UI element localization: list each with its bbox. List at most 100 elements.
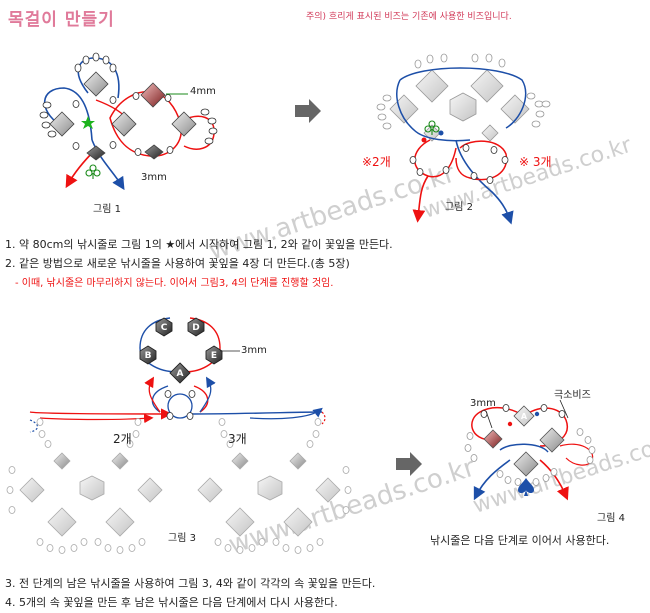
blue-dot	[438, 130, 444, 136]
seed-beads	[480, 404, 566, 418]
right-arrow-icon	[396, 452, 422, 476]
blue-thread	[43, 87, 93, 141]
right-arrow-icon	[295, 99, 321, 123]
blue-thread	[191, 411, 323, 415]
bead-size-label: 3mm	[470, 398, 496, 409]
previous-bead	[105, 507, 135, 537]
bead-label: E	[211, 351, 217, 361]
red-thread	[183, 317, 221, 373]
blue-thread	[499, 443, 549, 453]
start-star-icon	[81, 116, 95, 129]
figure-1	[39, 52, 218, 191]
step-2-note: - 이때, 낚시줄은 마무리하지 않는다. 이어서 그림3, 4의 단계를 진행…	[15, 278, 334, 289]
blue-thread	[249, 407, 323, 420]
blue-thread	[91, 139, 125, 191]
club-icon	[424, 120, 440, 135]
page-title: 목걸이 만들기	[8, 10, 115, 30]
bead-label: A	[177, 369, 184, 379]
red-thread	[193, 385, 209, 413]
seed-bead-label: 극소비즈	[554, 390, 591, 401]
seed-beads	[164, 390, 196, 420]
bead-size-label: 4mm	[190, 86, 216, 97]
label-pointer	[485, 410, 493, 429]
previous-bead	[415, 69, 449, 103]
previous-bead	[111, 452, 129, 470]
blue-thread	[396, 79, 471, 142]
blue-thread	[139, 317, 179, 373]
previous-bead	[449, 92, 477, 122]
step-2: 2. 같은 방법으로 새로운 낚시줄을 사용하여 꽃잎을 4장 더 만든다.(총…	[5, 257, 350, 270]
step-4: 4. 5개의 속 꽃잎을 만든 후 남은 낚시줄은 다음 단계에서 다시 사용한…	[5, 596, 338, 609]
red-thread	[539, 459, 569, 501]
bicone-bead-3mm	[483, 429, 503, 449]
previous-bead	[137, 477, 163, 503]
bicone-bead	[49, 111, 75, 137]
previous-bead	[225, 507, 255, 537]
red-dot	[421, 137, 427, 143]
previous-bead	[257, 475, 283, 501]
count-label: ※2개	[362, 155, 391, 169]
red-thread	[455, 140, 508, 181]
previous-bead	[481, 124, 499, 142]
blue-thread	[399, 67, 527, 129]
red-thread	[144, 376, 161, 413]
previous-bead	[289, 452, 307, 470]
previous-seed-beads	[464, 428, 596, 486]
label-pointer	[559, 399, 569, 419]
count-label: 2개	[113, 432, 132, 446]
previous-bead	[231, 452, 249, 470]
bead-A	[169, 362, 191, 384]
figure-4-caption: 그림 4	[597, 513, 625, 524]
bead-D	[187, 317, 205, 337]
previous-bead	[513, 451, 539, 477]
bicone-bead	[83, 71, 109, 97]
blue-thread	[199, 376, 216, 413]
bead-label: A	[521, 412, 528, 421]
figure-2-caption: 그림 2	[445, 202, 473, 213]
previous-bead	[315, 477, 341, 503]
red-dot	[507, 421, 513, 427]
club-icon	[85, 164, 101, 179]
blue-thread	[473, 459, 511, 501]
bead-label: B	[145, 351, 152, 361]
previous-bead	[47, 507, 77, 537]
red-thread	[412, 175, 429, 223]
bead-label: D	[192, 323, 199, 333]
note-text: 주의) 흐리게 표시된 비즈는 기존에 사용한 비즈입니다.	[306, 12, 512, 22]
bicone-bead-3mm	[144, 144, 164, 160]
previous-bead	[79, 475, 105, 501]
figure-4-note: 낚시줄은 다음 단계로 이어서 사용한다.	[430, 534, 610, 547]
bead-A	[513, 405, 535, 427]
blue-dotted-thread	[29, 419, 39, 433]
bead-label: C	[161, 323, 168, 333]
figure-2	[376, 53, 551, 225]
bead-size-label: 3mm	[141, 172, 167, 183]
seed-beads	[409, 144, 509, 184]
blue-thread	[455, 139, 514, 225]
previous-bead	[197, 477, 223, 503]
seed-beads	[39, 52, 218, 156]
figure-3-caption: 그림 3	[168, 533, 196, 544]
figure-4: A	[464, 399, 596, 501]
previous-bead	[283, 507, 313, 537]
count-label: 3개	[228, 432, 247, 446]
loop	[167, 393, 193, 419]
blue-dot	[534, 411, 540, 417]
bicone-bead	[171, 111, 197, 137]
previous-seed-beads	[6, 418, 352, 554]
figure-3: A B C D E	[6, 317, 352, 554]
count-label: ※ 3개	[519, 155, 552, 169]
red-thread	[29, 408, 173, 420]
previous-seed-beads	[376, 53, 551, 130]
red-dotted-thread	[321, 411, 326, 425]
bead-C	[155, 317, 173, 337]
bead-size-label: 3mm	[241, 345, 267, 356]
previous-bead	[19, 477, 45, 503]
previous-bead	[53, 452, 71, 470]
spade-icon	[518, 478, 534, 496]
red-thread	[39, 413, 154, 424]
bicone-bead	[111, 111, 137, 137]
step-3: 3. 전 단계의 남은 낚시줄을 사용하여 그림 3, 4와 같이 각각의 속 …	[5, 577, 376, 590]
